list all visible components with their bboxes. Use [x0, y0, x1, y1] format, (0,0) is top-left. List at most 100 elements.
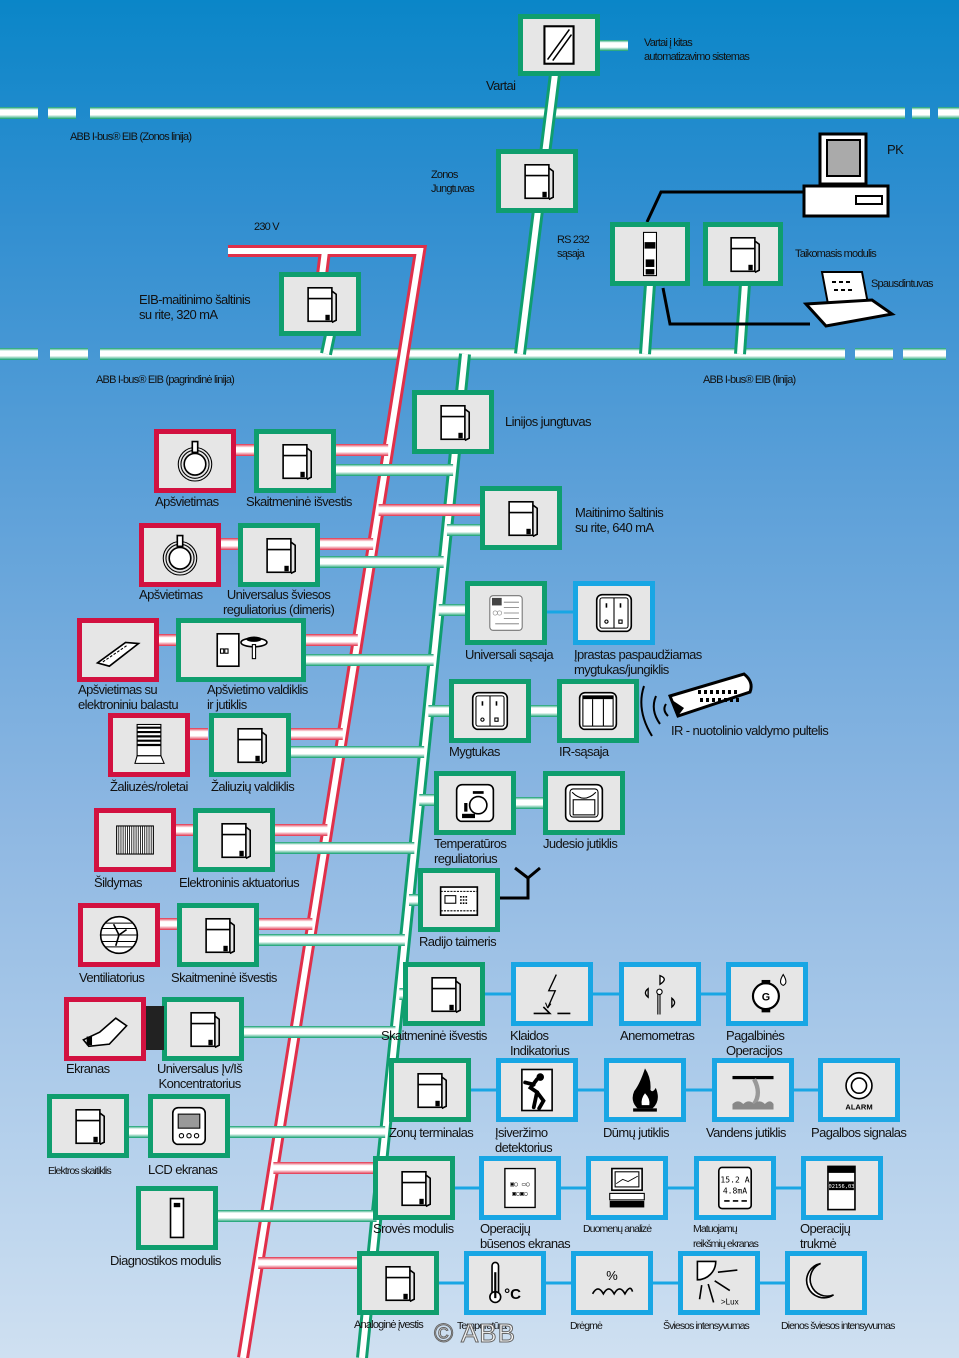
device-psu-320ma[interactable]: [279, 272, 361, 336]
row-item-label: Drėgmė: [570, 1320, 603, 1332]
device-daylight-intensity[interactable]: [785, 1251, 867, 1315]
device-ir-interface[interactable]: [557, 679, 639, 743]
ekranas-connector: [146, 1006, 164, 1050]
device-temperature-sensor[interactable]: °C: [464, 1251, 546, 1315]
row-item-label: Šviesos intensyvumas: [663, 1320, 750, 1332]
row-item-label: Pagalbinės Operacijos: [726, 1028, 785, 1058]
device-dimmer[interactable]: [238, 523, 320, 587]
power-stub: [176, 824, 194, 836]
device-load-fan[interactable]: [78, 903, 160, 967]
water-icon: [732, 1075, 774, 1110]
module-icon: [205, 917, 236, 955]
load-label: Ekranas: [66, 1061, 110, 1076]
bus-stub: [531, 705, 557, 717]
device-energy-meter[interactable]: [47, 1094, 129, 1158]
power-stub: [275, 824, 328, 836]
device-load-blinds[interactable]: [108, 713, 190, 777]
power-label: 230 V: [254, 221, 280, 233]
bus-stub: [446, 524, 480, 536]
bus-stub: [259, 934, 405, 946]
device-analog-input[interactable]: [357, 1251, 439, 1315]
power-stub: [320, 538, 374, 550]
fan-icon: [99, 915, 139, 955]
device-fault-indicator[interactable]: [511, 962, 593, 1026]
motion-sensor-label: Judesio jutiklis: [543, 836, 618, 851]
power-stub: [306, 634, 358, 646]
device-application-module[interactable]: [703, 222, 783, 286]
device-intrusion-detector[interactable]: [496, 1058, 578, 1122]
module-icon: [385, 1265, 416, 1303]
actuator-label: Universalus šviesos reguliatorius (dimer…: [223, 587, 335, 617]
device-auxiliary-operations[interactable]: G: [726, 962, 808, 1026]
device-alarm-signal[interactable]: ALARM: [818, 1058, 900, 1122]
burglar-icon: [521, 1068, 553, 1112]
device-diagnostic-module[interactable]: [136, 1186, 218, 1250]
device-motion-sensor[interactable]: [543, 771, 625, 835]
ir-remote-label: IR - nuotolinio valdymo pultelis: [671, 723, 829, 738]
device-load-light-1[interactable]: [154, 429, 236, 493]
device-rs232-interface[interactable]: [610, 222, 690, 286]
device-line-coupler[interactable]: [412, 390, 494, 454]
device-load-ballast-light[interactable]: [77, 618, 159, 682]
radio-timer-label: Radijo taimeris: [419, 934, 497, 949]
bus-stub: [216, 1210, 377, 1222]
power-stub: [336, 444, 389, 456]
device-load-heating[interactable]: [94, 808, 176, 872]
device-blind-controller[interactable]: [209, 713, 291, 777]
device-humidity-sensor[interactable]: %: [571, 1251, 653, 1315]
gateway-icon: [543, 25, 575, 65]
device-thermostat[interactable]: [434, 771, 516, 835]
device-anemometer[interactable]: [619, 962, 701, 1026]
device-status-display[interactable]: ▣○ ▭○▣○▣○: [479, 1156, 561, 1220]
blinds-icon: [134, 723, 165, 764]
device-conventional-switch[interactable]: [573, 581, 655, 645]
power-stub: [258, 1257, 357, 1269]
load-label: Ventiliatorius: [79, 970, 145, 985]
device-light-controller-sensor[interactable]: [176, 618, 306, 682]
device-universal-interface[interactable]: [465, 581, 547, 645]
module-icon: [221, 822, 252, 860]
svg-text:ALARM: ALARM: [845, 1102, 872, 1111]
power-stub: [236, 444, 254, 456]
power-stub: [220, 538, 238, 550]
device-radio-timer[interactable]: [418, 868, 500, 932]
device-current-module[interactable]: [373, 1156, 455, 1220]
uni-icon: [489, 595, 523, 631]
device-io-concentrator[interactable]: [162, 997, 244, 1061]
device-push-button[interactable]: [449, 679, 531, 743]
power-stub: [259, 918, 313, 930]
power-stub: [160, 918, 178, 930]
device-water-sensor[interactable]: [712, 1058, 794, 1122]
device-electronic-actuator[interactable]: [193, 808, 275, 872]
screen-icon: [82, 1017, 128, 1048]
row-item-label: Dienos šviesos intensyvumas: [781, 1320, 895, 1332]
device-operating-time[interactable]: 02156,03: [801, 1156, 883, 1220]
bus-stub: [306, 654, 434, 666]
tube-icon: [95, 641, 141, 668]
bus-stub: [428, 705, 449, 717]
row-bus-label: Zonų terminalas: [389, 1125, 474, 1140]
actuator-label: Skaitmeninė išvestis: [171, 970, 277, 985]
module-icon: [417, 1072, 448, 1110]
bus-stub: [516, 797, 543, 809]
ir-remote-icon: [640, 672, 753, 737]
device-load-screen[interactable]: [64, 997, 146, 1061]
device-zone-terminal[interactable]: [389, 1058, 471, 1122]
device-digital-output-1[interactable]: [254, 429, 336, 493]
device-data-analysis[interactable]: [586, 1156, 668, 1220]
lcd-icon: [171, 1106, 207, 1146]
device-lcd-display[interactable]: [148, 1094, 230, 1158]
line-coupler-label: Linijos jungtuvas: [505, 414, 592, 429]
moon-icon: [805, 1262, 835, 1299]
device-digital-output-2[interactable]: [177, 903, 259, 967]
device-zone-coupler[interactable]: [496, 149, 578, 213]
row-item-label: Duomenų analizė: [583, 1223, 652, 1235]
device-psu-640ma[interactable]: [480, 486, 562, 550]
device-gateway[interactable]: [518, 14, 600, 76]
device-smoke-sensor[interactable]: [604, 1058, 686, 1122]
actuator-label: Žaliuzių valdiklis: [211, 779, 295, 794]
device-load-light-2[interactable]: [139, 523, 221, 587]
device-light-intensity[interactable]: >Lux: [678, 1251, 760, 1315]
device-row1-digital-output[interactable]: [403, 962, 485, 1026]
